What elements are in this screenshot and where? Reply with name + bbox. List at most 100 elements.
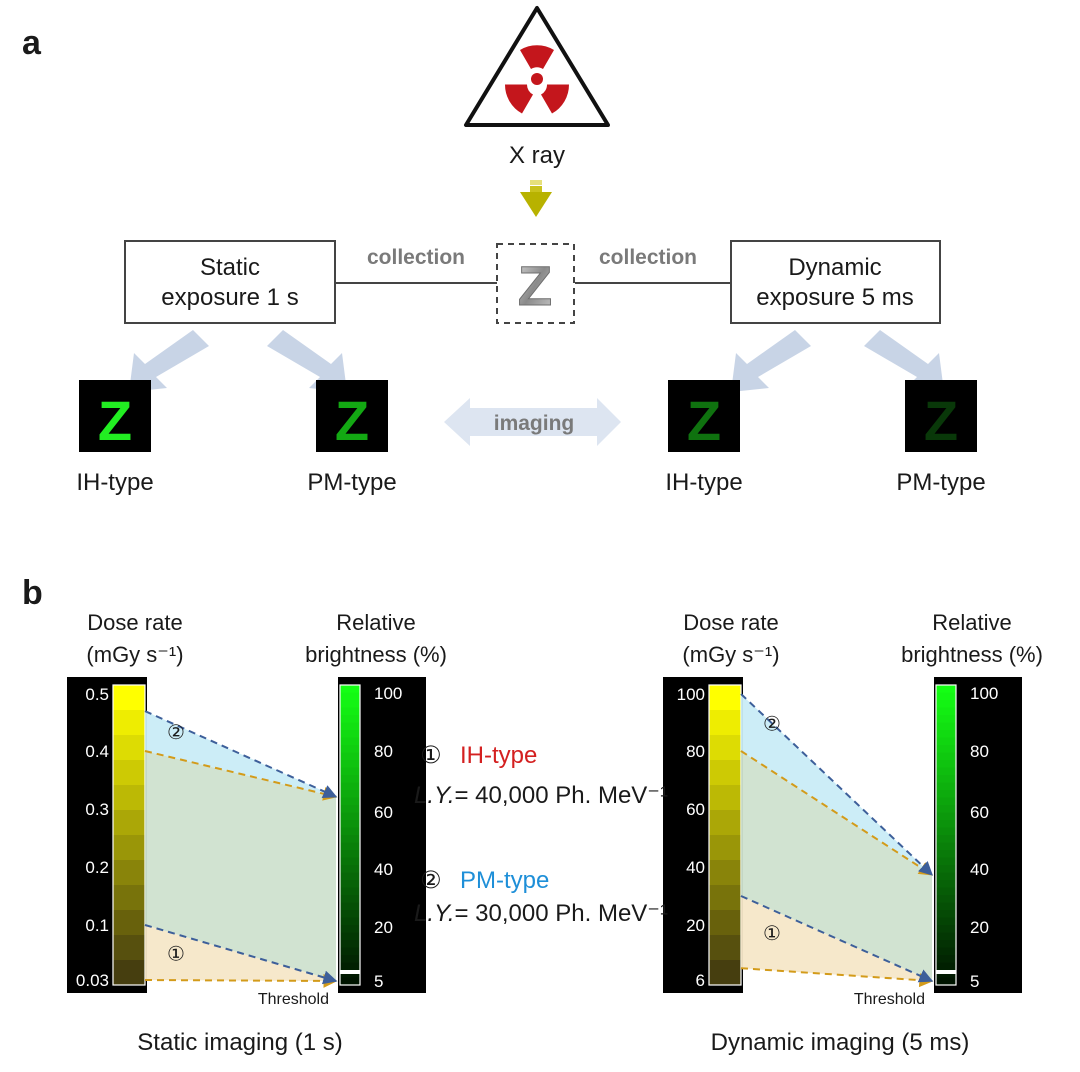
dose-tick-label: 100 (677, 685, 705, 704)
brightness-scale-cell (936, 955, 956, 964)
brightness-scale-cell (340, 790, 360, 799)
brightness-scale-cell (936, 962, 956, 971)
svg-text:Z: Z (335, 389, 369, 452)
legend: ① IH-type L.Y.= 40,000 Ph. MeV⁻¹ ② PM-ty… (414, 742, 668, 927)
result-label-1: IH-type (76, 469, 153, 496)
x-ray-arrow-icon (520, 180, 552, 217)
brightness-scale-cell (936, 850, 956, 859)
brightness-scale-cell (340, 715, 360, 724)
brightness-scale-cell (936, 730, 956, 739)
brightness-scale-cell (340, 977, 360, 986)
dose-scale-cell (113, 710, 145, 736)
svg-text:Static: Static (200, 254, 260, 281)
brightness-tick-label: 20 (374, 918, 393, 937)
brightness-scale-cell (936, 827, 956, 836)
brightness-scale-cell (936, 857, 956, 866)
brightness-scale-cell (340, 820, 360, 829)
static-to-pm-arrow-icon (267, 330, 347, 392)
static-to-ih-arrow-icon (129, 330, 209, 392)
brightness-scale-cell (340, 805, 360, 814)
brightness-axis-title: Relative brightness (%) (901, 610, 1043, 667)
dose-scale-cell (709, 735, 741, 761)
dose-scale-cell (113, 785, 145, 811)
dose-tick-label: 40 (686, 858, 705, 877)
brightness-scale-cell (340, 970, 360, 979)
brightness-scale-cell (936, 805, 956, 814)
svg-text:(mGy s⁻¹): (mGy s⁻¹) (682, 642, 779, 667)
svg-text:Dose rate: Dose rate (683, 610, 778, 635)
brightness-scale-cell (936, 835, 956, 844)
collection-right-label: collection (599, 246, 697, 269)
dose-scale-cell (709, 960, 741, 986)
brightness-scale-cell (340, 925, 360, 934)
brightness-tick-label: 60 (374, 803, 393, 822)
svg-text:Dose rate: Dose rate (87, 610, 182, 635)
brightness-scale-cell (936, 722, 956, 731)
dose-scale-cell (709, 910, 741, 936)
brightness-scale-cell (340, 827, 360, 836)
dose-scale-cell (709, 785, 741, 811)
chart-title: Dynamic imaging (5 ms) (711, 1029, 970, 1056)
brightness-scale-cell (936, 917, 956, 926)
svg-text:brightness (%): brightness (%) (901, 642, 1043, 667)
svg-text:brightness (%): brightness (%) (305, 642, 447, 667)
svg-text:Z: Z (924, 389, 958, 452)
brightness-scale-cell (936, 700, 956, 709)
brightness-scale-cell (936, 895, 956, 904)
brightness-scale-cell (936, 910, 956, 919)
svg-text:exposure 1 s: exposure 1 s (161, 284, 298, 311)
dose-scale-cell (113, 885, 145, 911)
dose-scale-cell (709, 710, 741, 736)
brightness-scale-cell (936, 707, 956, 716)
dose-tick-label: 0.4 (85, 742, 109, 761)
dose-axis-title: Dose rate (mGy s⁻¹) (682, 610, 779, 667)
z-object-box: Z (496, 243, 575, 324)
brightness-scale-cell (340, 932, 360, 941)
dose-scale-cell (113, 910, 145, 936)
brightness-scale-cell (936, 692, 956, 701)
brightness-scale-cell (340, 955, 360, 964)
dose-scale-cell (709, 935, 741, 961)
brightness-tick-label: 5 (970, 972, 979, 991)
dose-scale-cell (709, 810, 741, 836)
dose-tick-label: 0.1 (85, 916, 109, 935)
svg-text:Z: Z (98, 389, 132, 452)
brightness-scale-cell (340, 940, 360, 949)
brightness-scale-cell (340, 782, 360, 791)
brightness-scale-cell (936, 932, 956, 941)
brightness-scale-cell (340, 962, 360, 971)
dose-scale-cell (709, 835, 741, 861)
result-image-3: ZIH-type (665, 380, 743, 496)
radiation-warning-icon (464, 6, 610, 127)
legend-ly-2: L.Y.= 30,000 Ph. MeV⁻¹ (414, 900, 668, 927)
panel-a-label: a (22, 24, 42, 62)
svg-text:Relative: Relative (932, 610, 1011, 635)
dose-tick-label: 60 (686, 800, 705, 819)
brightness-scale-cell (340, 767, 360, 776)
legend-name-2: PM-type (460, 867, 549, 894)
dynamic-imaging-chart: Dose rate (mGy s⁻¹) Relative brightness (%)… (663, 610, 1043, 1056)
brightness-tick-label: 80 (970, 742, 989, 761)
brightness-scale-cell (340, 895, 360, 904)
brightness-scale-cell (340, 902, 360, 911)
legend-ly-1: L.Y.= 40,000 Ph. MeV⁻¹ (414, 782, 668, 809)
brightness-scale-cell (936, 887, 956, 896)
brightness-scale-cell (340, 775, 360, 784)
threshold-label: Threshold (854, 991, 925, 1008)
dose-scale-cell (709, 760, 741, 786)
brightness-scale-cell (936, 872, 956, 881)
svg-text:exposure 5 ms: exposure 5 ms (756, 284, 913, 311)
chart-title: Static imaging (1 s) (137, 1029, 342, 1056)
brightness-scale-cell (340, 910, 360, 919)
pm-high-line (144, 710, 338, 798)
dose-scale-cell (709, 860, 741, 886)
brightness-scale-cell (340, 865, 360, 874)
brightness-scale-cell (340, 685, 360, 694)
imaging-label: imaging (494, 412, 575, 435)
brightness-tick-label: 40 (970, 860, 989, 879)
dose-scale-cell (113, 860, 145, 886)
collection-left-label: collection (367, 246, 465, 269)
dose-scale-cell (709, 885, 741, 911)
brightness-scale-cell (936, 745, 956, 754)
threshold-marker (340, 970, 360, 974)
